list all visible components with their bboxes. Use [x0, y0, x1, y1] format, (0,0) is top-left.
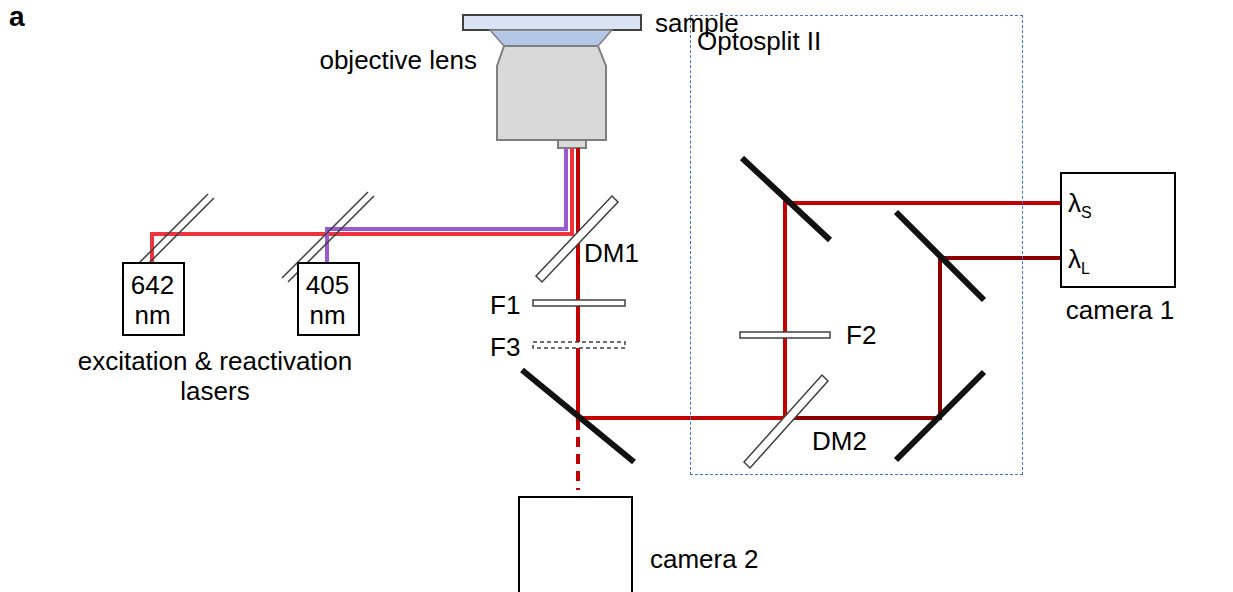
laser-box: 405 nm: [299, 270, 356, 330]
objective-body: [497, 46, 606, 140]
filter-label: F1: [490, 290, 520, 320]
module-box: Optosplit II: [697, 26, 821, 56]
excitation-beam: [152, 148, 572, 262]
mirror-label: DM2: [812, 426, 867, 456]
component-box: λSλLcamera 1: [1060, 172, 1176, 288]
camera2-beam: [576, 420, 580, 490]
filter-label: F3: [490, 332, 520, 362]
filter-f1: [533, 300, 625, 306]
module-box: Optosplit II: [690, 15, 1023, 475]
objective-front-lens: [490, 30, 612, 46]
component-box: camera 2: [518, 496, 633, 592]
panel-letter: a: [9, 2, 25, 32]
component-box: 642 nm: [122, 262, 185, 336]
objective-nozzle: [558, 140, 586, 148]
caption-label: excitation & reactivation lasers: [50, 346, 380, 406]
filter-label: F2: [846, 320, 876, 350]
sensor-half: λS: [1068, 188, 1092, 218]
filter-f2: [740, 332, 830, 338]
component-box: 405 nm: [297, 262, 360, 336]
sensor-half: λL: [1068, 244, 1090, 274]
mirror-label: DM1: [584, 238, 639, 268]
filter-f3: [533, 342, 625, 348]
objective-label: objective lens: [315, 45, 477, 75]
camera-label: camera 2: [650, 544, 758, 574]
mirrors: [522, 158, 984, 462]
camera-label: camera 1: [1062, 295, 1178, 325]
laser-box: 642 nm: [124, 270, 181, 330]
reactivation-beam: [327, 148, 566, 262]
component-label: objective lens: [315, 45, 483, 135]
sample-slide: [463, 15, 641, 30]
